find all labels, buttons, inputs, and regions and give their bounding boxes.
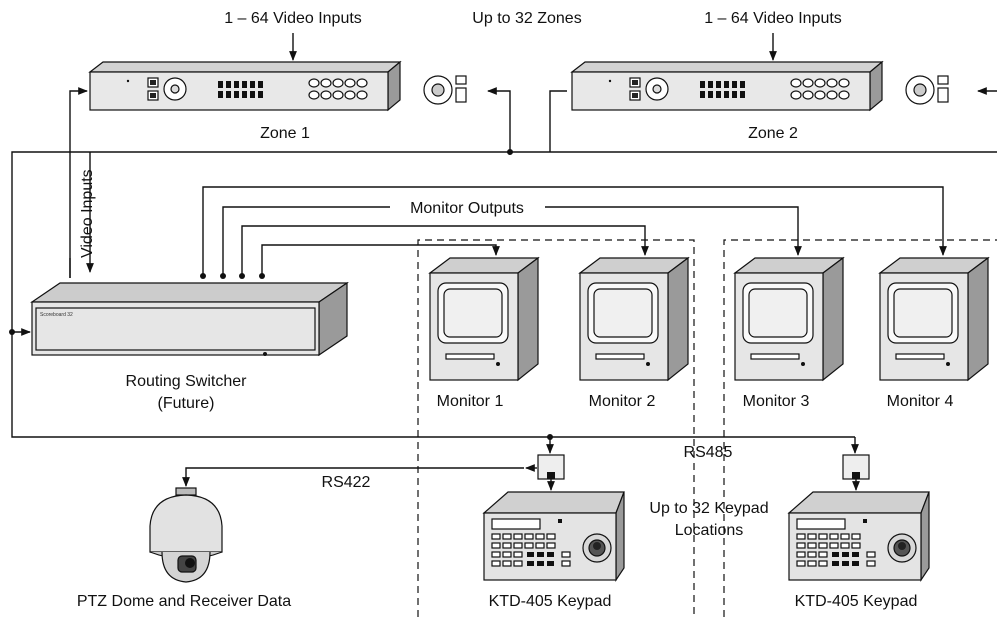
keypad-locations-label: Up to 32 Keypad bbox=[649, 500, 768, 517]
monitor4-label: Monitor 4 bbox=[887, 393, 954, 410]
keypad-locations-sublabel: Locations bbox=[675, 522, 744, 539]
junction-box-1 bbox=[537, 454, 565, 480]
ptz-dome bbox=[149, 487, 223, 583]
monitor-2 bbox=[579, 257, 689, 381]
routing-switcher-sublabel: (Future) bbox=[158, 395, 215, 412]
switcher-brand: Scoreboard 32 bbox=[40, 312, 73, 318]
monitor2-label: Monitor 2 bbox=[589, 393, 656, 410]
location-boundaries bbox=[417, 239, 997, 617]
keypad1-label: KTD-405 Keypad bbox=[489, 593, 612, 610]
rs422-label: RS422 bbox=[322, 474, 371, 491]
zone2-controller bbox=[571, 61, 949, 111]
routing-switcher: Scoreboard 32 bbox=[30, 281, 349, 357]
keypad2-label: KTD-405 Keypad bbox=[795, 593, 918, 610]
video-inputs-zone2-label: 1 – 64 Video Inputs bbox=[704, 10, 842, 27]
zone1-label: Zone 1 bbox=[260, 125, 310, 142]
monitor-4 bbox=[879, 257, 989, 381]
video-inputs-vertical-label: Video Inputs bbox=[79, 169, 96, 258]
monitor-outputs-label: Monitor Outputs bbox=[410, 200, 524, 217]
keypad-1 bbox=[483, 491, 625, 581]
video-inputs-zone1-label: 1 – 64 Video Inputs bbox=[224, 10, 362, 27]
up-to-zones-label: Up to 32 Zones bbox=[472, 10, 581, 27]
monitor-3 bbox=[734, 257, 844, 381]
rs485-label: RS485 bbox=[684, 444, 733, 461]
monitor3-label: Monitor 3 bbox=[743, 393, 810, 410]
zone2-label: Zone 2 bbox=[748, 125, 798, 142]
monitor-1 bbox=[429, 257, 539, 381]
ptz-dome-label: PTZ Dome and Receiver Data bbox=[77, 593, 291, 610]
routing-switcher-label: Routing Switcher bbox=[126, 373, 248, 390]
keypad-2 bbox=[788, 491, 930, 581]
junction-box-2 bbox=[842, 454, 870, 480]
zone1-controller bbox=[89, 61, 467, 111]
monitor1-label: Monitor 1 bbox=[437, 393, 504, 410]
